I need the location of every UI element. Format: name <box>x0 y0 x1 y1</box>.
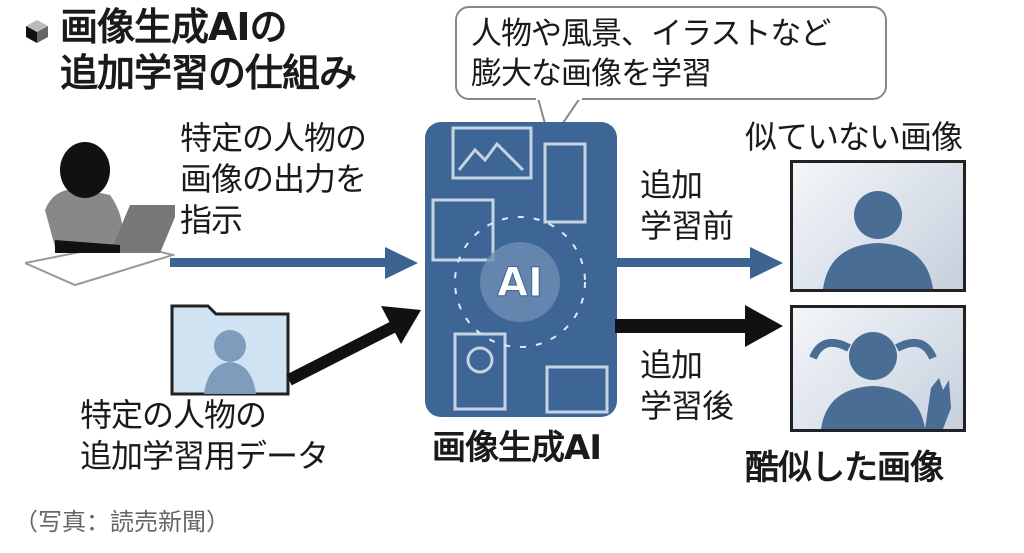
dissimilar-image-label: 似ていない画像 <box>745 118 963 156</box>
photo-credit: （写真：読売新聞） <box>14 508 230 536</box>
similar-image <box>790 305 966 432</box>
dissimilar-image <box>790 160 966 292</box>
ai-badge: AI <box>497 260 543 306</box>
training-data-arrow <box>286 306 421 386</box>
speech-bubble: 人物や風景、イラストなど膨大な画像を学習 <box>455 6 887 100</box>
similar-image-label: 酷似した画像 <box>745 448 944 488</box>
ai-image-generator-box: AI <box>425 122 617 417</box>
diagram-title: 画像生成AIの追加学習の仕組み <box>60 5 357 95</box>
instruction-text: 特定の人物の画像の出力を指示 <box>180 119 367 239</box>
cube-icon <box>24 18 50 44</box>
person-at-laptop-icon <box>25 142 175 287</box>
before-arrow <box>615 247 783 279</box>
training-data-text: 特定の人物の追加学習用データ <box>80 396 329 475</box>
before-training-label: 追加学習前 <box>640 166 734 245</box>
instruction-arrow <box>170 247 418 279</box>
folder-icon <box>170 304 290 396</box>
ai-label: 画像生成AI <box>432 428 602 468</box>
after-arrow <box>615 305 783 347</box>
after-training-label: 追加学習後 <box>640 346 734 425</box>
